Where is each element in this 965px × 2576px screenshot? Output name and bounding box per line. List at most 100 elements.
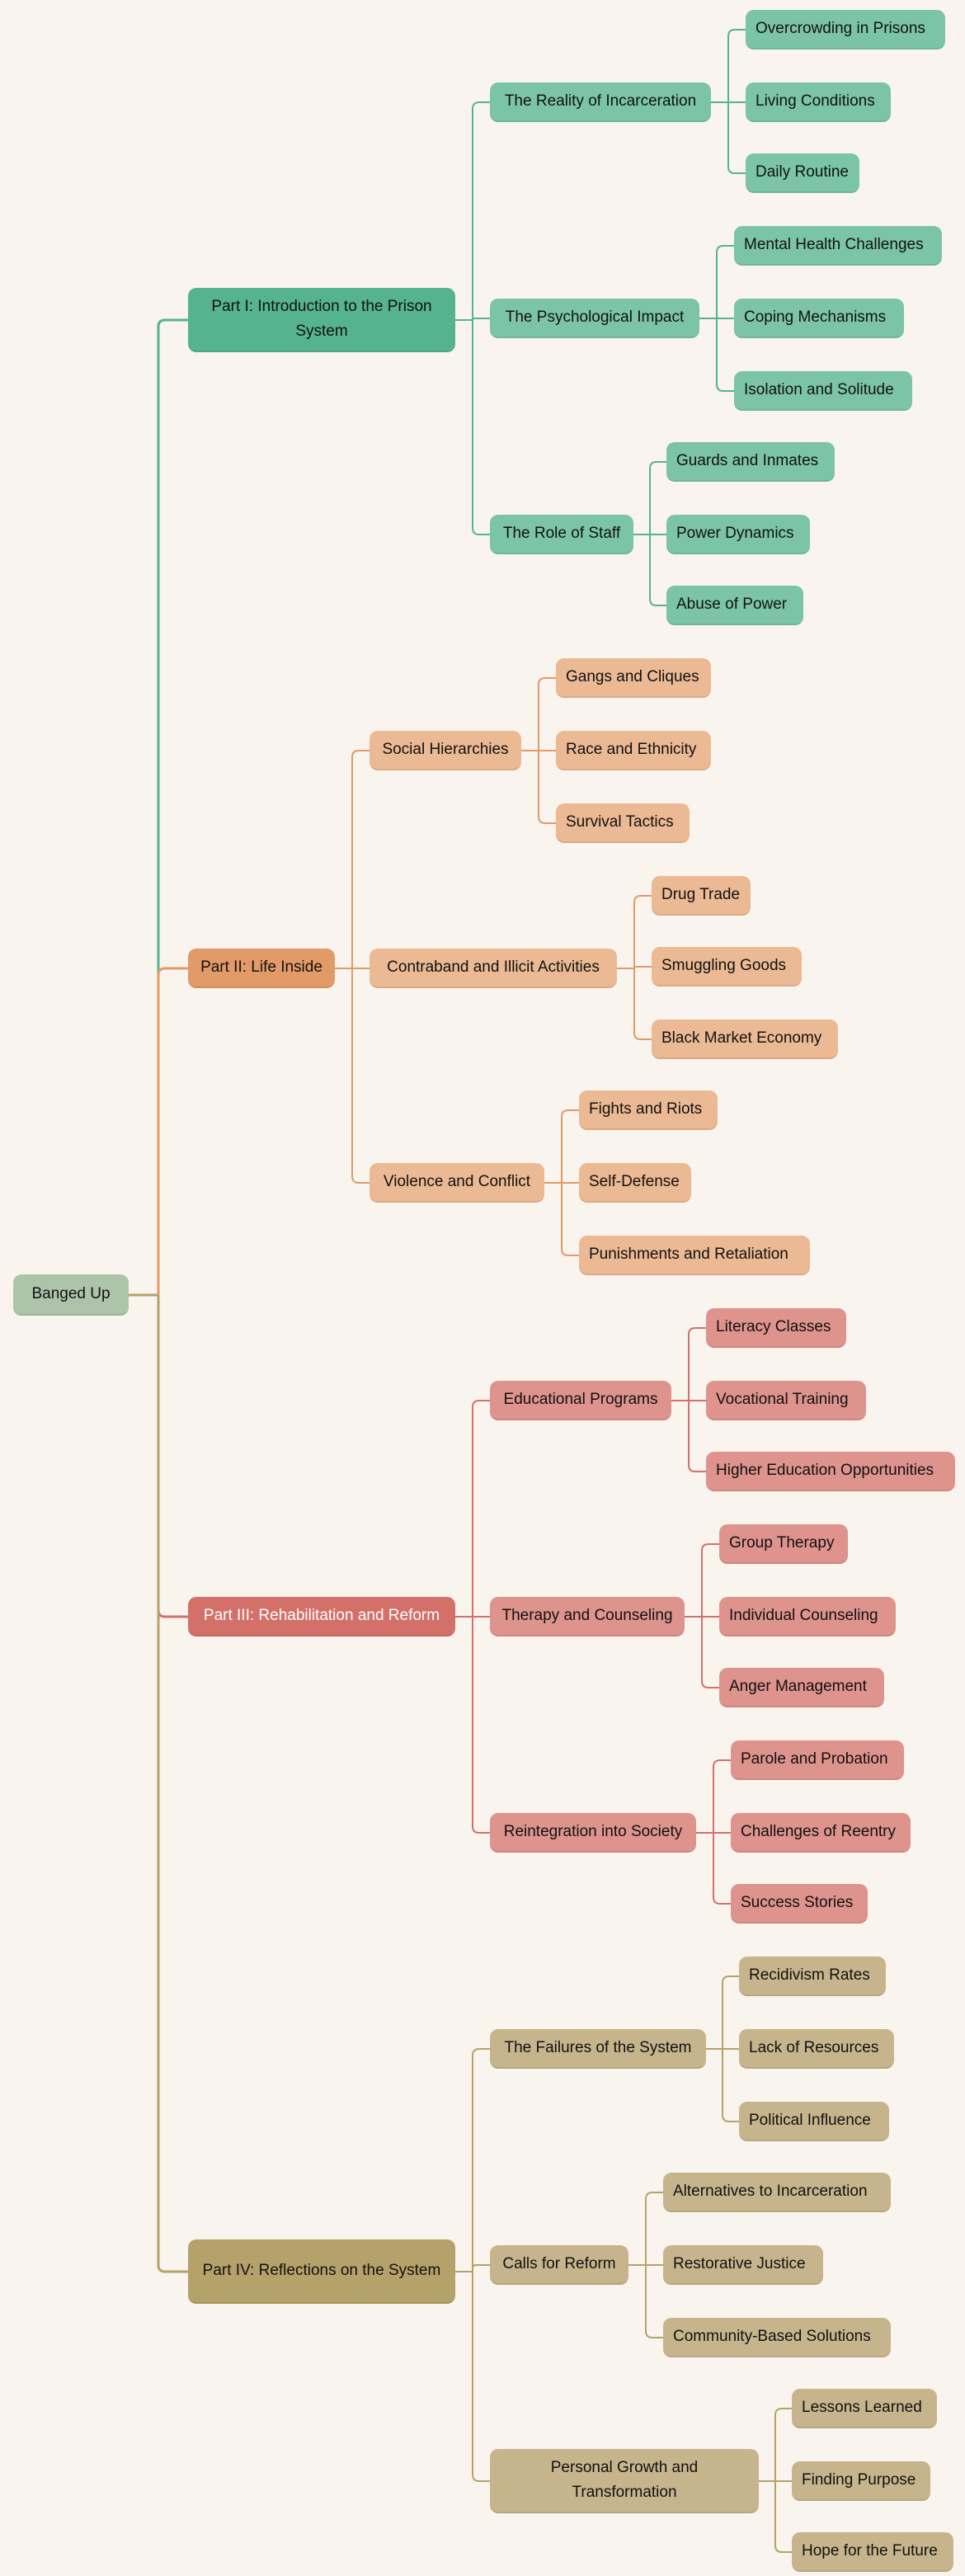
section-node[interactable]: Calls for Reform xyxy=(490,2245,628,2285)
node-label: Overcrowding in Prisons xyxy=(756,20,925,37)
connector xyxy=(706,2048,739,2122)
node-label: Finding Purpose xyxy=(802,2471,916,2489)
topic-node[interactable]: Lack of Resources xyxy=(739,2029,894,2069)
node-label: Part IV: Reflections on the System xyxy=(202,2262,441,2279)
topic-node[interactable]: Vocational Training xyxy=(706,1381,866,1420)
section-node[interactable]: Violence and Conflict xyxy=(370,1163,544,1203)
section-node[interactable]: Contraband and Illicit Activities xyxy=(370,949,617,988)
section-node[interactable]: Personal Growth and Transformation xyxy=(490,2449,759,2513)
topic-node[interactable]: Alternatives to Incarceration xyxy=(663,2173,891,2212)
topic-node[interactable]: Community-Based Solutions xyxy=(663,2318,891,2357)
section-node[interactable]: The Failures of the System xyxy=(490,2029,706,2069)
topic-node[interactable]: Isolation and Solitude xyxy=(734,371,912,411)
node-label: Living Conditions xyxy=(756,92,875,110)
connector xyxy=(617,966,652,969)
connector xyxy=(455,319,490,535)
topic-node[interactable]: Literacy Classes xyxy=(706,1308,846,1348)
section-node[interactable]: Reintegration into Society xyxy=(490,1813,696,1853)
connector xyxy=(696,1832,731,1905)
node-label: Part I: Introduction to the Prison Syste… xyxy=(211,298,432,340)
topic-node[interactable]: Guards and Inmates xyxy=(666,442,835,482)
topic-node[interactable]: Recidivism Rates xyxy=(739,1957,886,1996)
section-node[interactable]: The Reality of Incarceration xyxy=(490,82,711,122)
node-label: Higher Education Opportunities xyxy=(716,1462,934,1479)
topic-node[interactable]: Mental Health Challenges xyxy=(734,226,942,266)
topic-node[interactable]: Fights and Riots xyxy=(579,1090,718,1130)
node-label: Calls for Reform xyxy=(502,2255,616,2272)
part-node[interactable]: Part III: Rehabilitation and Reform xyxy=(188,1597,455,1636)
connector xyxy=(633,534,666,606)
topic-node[interactable]: Gangs and Cliques xyxy=(556,658,711,698)
connector xyxy=(455,2264,490,2272)
section-node[interactable]: Therapy and Counseling xyxy=(490,1597,685,1636)
node-label: Restorative Justice xyxy=(673,2255,806,2272)
topic-node[interactable]: Daily Routine xyxy=(746,153,859,193)
topic-node[interactable]: Anger Management xyxy=(719,1668,884,1707)
topic-node[interactable]: Restorative Justice xyxy=(663,2245,823,2285)
node-label: Alternatives to Incarceration xyxy=(673,2183,868,2200)
topic-node[interactable]: Abuse of Power xyxy=(666,586,803,625)
node-label: Violence and Conflict xyxy=(383,1173,531,1190)
node-label: Literacy Classes xyxy=(716,1318,831,1335)
node-label: Punishments and Retaliation xyxy=(589,1246,788,1263)
node-label: Coping Mechanisms xyxy=(744,308,887,326)
section-node[interactable]: The Psychological Impact xyxy=(490,299,699,338)
node-label: The Psychological Impact xyxy=(505,308,685,326)
topic-node[interactable]: Individual Counseling xyxy=(719,1597,896,1636)
node-label: Parole and Probation xyxy=(741,1750,888,1768)
topic-node[interactable]: Self-Defense xyxy=(579,1163,691,1203)
node-label: Success Stories xyxy=(741,1894,854,1911)
topic-node[interactable]: Political Influence xyxy=(739,2102,889,2141)
section-node[interactable]: Educational Programs xyxy=(490,1381,671,1420)
section-node[interactable]: The Role of Staff xyxy=(490,515,633,554)
section-node[interactable]: Social Hierarchies xyxy=(370,731,521,770)
topic-node[interactable]: Higher Education Opportunities xyxy=(706,1452,955,1491)
topic-node[interactable]: Black Market Economy xyxy=(652,1020,838,1059)
topic-node[interactable]: Lessons Learned xyxy=(792,2389,937,2428)
node-label: Hope for the Future xyxy=(802,2542,938,2560)
topic-node[interactable]: Smuggling Goods xyxy=(652,947,802,987)
node-label: Daily Routine xyxy=(756,163,849,181)
node-label: Personal Growth and Transformation xyxy=(550,2459,699,2501)
topic-node[interactable]: Living Conditions xyxy=(746,82,891,122)
topic-node[interactable]: Finding Purpose xyxy=(792,2461,930,2501)
node-label: Political Influence xyxy=(749,2112,871,2129)
topic-node[interactable]: Power Dynamics xyxy=(666,515,810,554)
topic-node[interactable]: Hope for the Future xyxy=(792,2532,953,2572)
node-label: Survival Tactics xyxy=(566,813,674,831)
connector xyxy=(544,1109,579,1184)
part-node[interactable]: Part I: Introduction to the Prison Syste… xyxy=(188,288,455,352)
connector xyxy=(455,1400,490,1618)
node-label: Part II: Life Inside xyxy=(200,958,322,976)
topic-node[interactable]: Drug Trade xyxy=(652,876,751,916)
topic-node[interactable]: Success Stories xyxy=(731,1884,868,1924)
topic-node[interactable]: Coping Mechanisms xyxy=(734,299,904,338)
part-node[interactable]: Part IV: Reflections on the System xyxy=(188,2239,455,2304)
connector xyxy=(129,967,188,1297)
connector xyxy=(455,2048,490,2272)
node-label: Challenges of Reentry xyxy=(741,1823,896,1840)
topic-node[interactable]: Overcrowding in Prisons xyxy=(746,10,945,49)
node-label: Drug Trade xyxy=(661,886,741,903)
connector xyxy=(455,101,490,321)
node-label: Gangs and Cliques xyxy=(566,668,699,685)
part-node[interactable]: Part II: Life Inside xyxy=(188,949,335,988)
topic-node[interactable]: Survival Tactics xyxy=(556,803,690,843)
topic-node[interactable]: Challenges of Reentry xyxy=(731,1813,911,1853)
node-label: Self-Defense xyxy=(589,1173,680,1190)
node-label: Community-Based Solutions xyxy=(673,2328,871,2345)
topic-node[interactable]: Group Therapy xyxy=(719,1524,848,1564)
node-label: Educational Programs xyxy=(503,1391,658,1408)
node-label: Power Dynamics xyxy=(676,525,794,542)
node-label: Fights and Riots xyxy=(589,1100,703,1118)
topic-node[interactable]: Parole and Probation xyxy=(731,1740,904,1780)
connector xyxy=(455,2271,490,2482)
topic-node[interactable]: Punishments and Retaliation xyxy=(579,1236,810,1275)
root-node[interactable]: Banged Up xyxy=(13,1274,129,1316)
node-label: Black Market Economy xyxy=(661,1029,822,1047)
node-label: Mental Health Challenges xyxy=(744,236,924,253)
topic-node[interactable]: Race and Ethnicity xyxy=(556,731,711,770)
connector xyxy=(455,1616,490,1834)
connector xyxy=(711,29,746,103)
connector xyxy=(521,677,556,751)
